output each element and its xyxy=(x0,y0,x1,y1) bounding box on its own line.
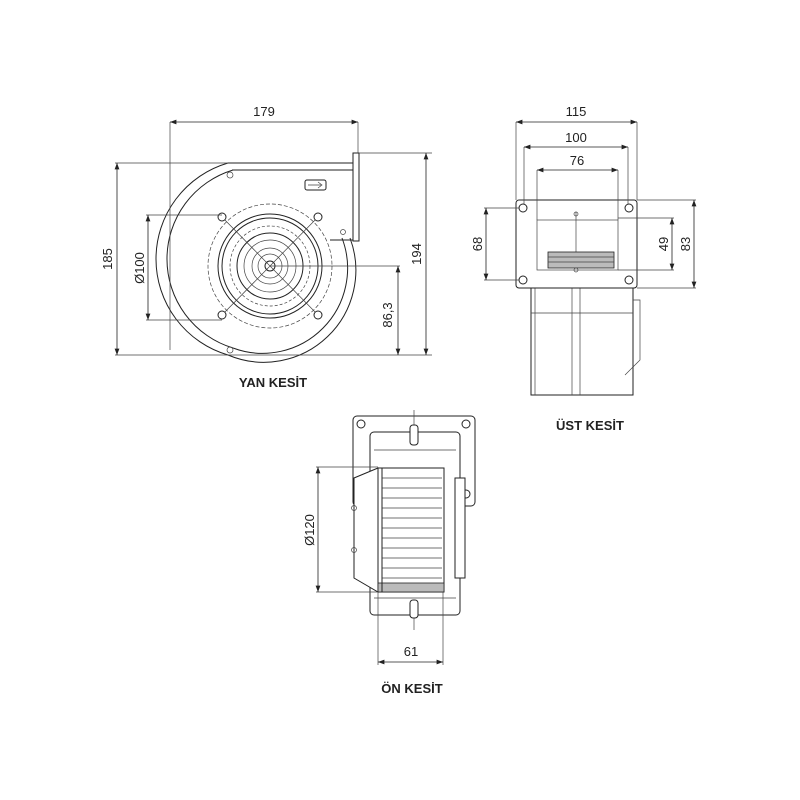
dim-86-3: 86,3 xyxy=(380,302,395,327)
front-view-title: ÖN KESİT xyxy=(381,681,442,696)
side-view-housing xyxy=(155,152,360,363)
dim-49: 49 xyxy=(656,237,671,251)
dim-194: 194 xyxy=(409,243,424,265)
dim-68: 68 xyxy=(470,237,485,251)
mount-hole xyxy=(624,275,634,285)
dim-diameter-120: Ø120 xyxy=(302,514,317,546)
top-view: 115 100 76 68 49 83 ÜST KESİT xyxy=(470,104,697,433)
dim-76: 76 xyxy=(570,153,584,168)
mount-hole xyxy=(624,203,634,213)
dim-185: 185 xyxy=(100,248,115,270)
side-view-dimensions: 179 185 194 Ø100 86,3 xyxy=(100,104,432,356)
dim-83: 83 xyxy=(678,237,693,251)
top-view-dimensions: 115 100 76 68 49 83 xyxy=(470,104,697,289)
front-view: Ø120 61 ÖN KESİT xyxy=(302,410,476,696)
top-view-body xyxy=(515,199,641,396)
top-view-title: ÜST KESİT xyxy=(556,418,624,433)
dim-diameter-100: Ø100 xyxy=(132,252,147,284)
dim-179: 179 xyxy=(253,104,275,119)
front-view-body xyxy=(351,410,476,630)
side-view-title: YAN KESİT xyxy=(239,375,307,390)
airflow-arrow-icon xyxy=(304,179,327,191)
dim-61: 61 xyxy=(404,644,418,659)
dim-115: 115 xyxy=(566,104,587,119)
front-view-dimensions: Ø120 61 xyxy=(302,466,444,665)
dim-100: 100 xyxy=(565,130,587,145)
side-view: 179 185 194 Ø100 86,3 YAN KESİT xyxy=(100,104,432,390)
